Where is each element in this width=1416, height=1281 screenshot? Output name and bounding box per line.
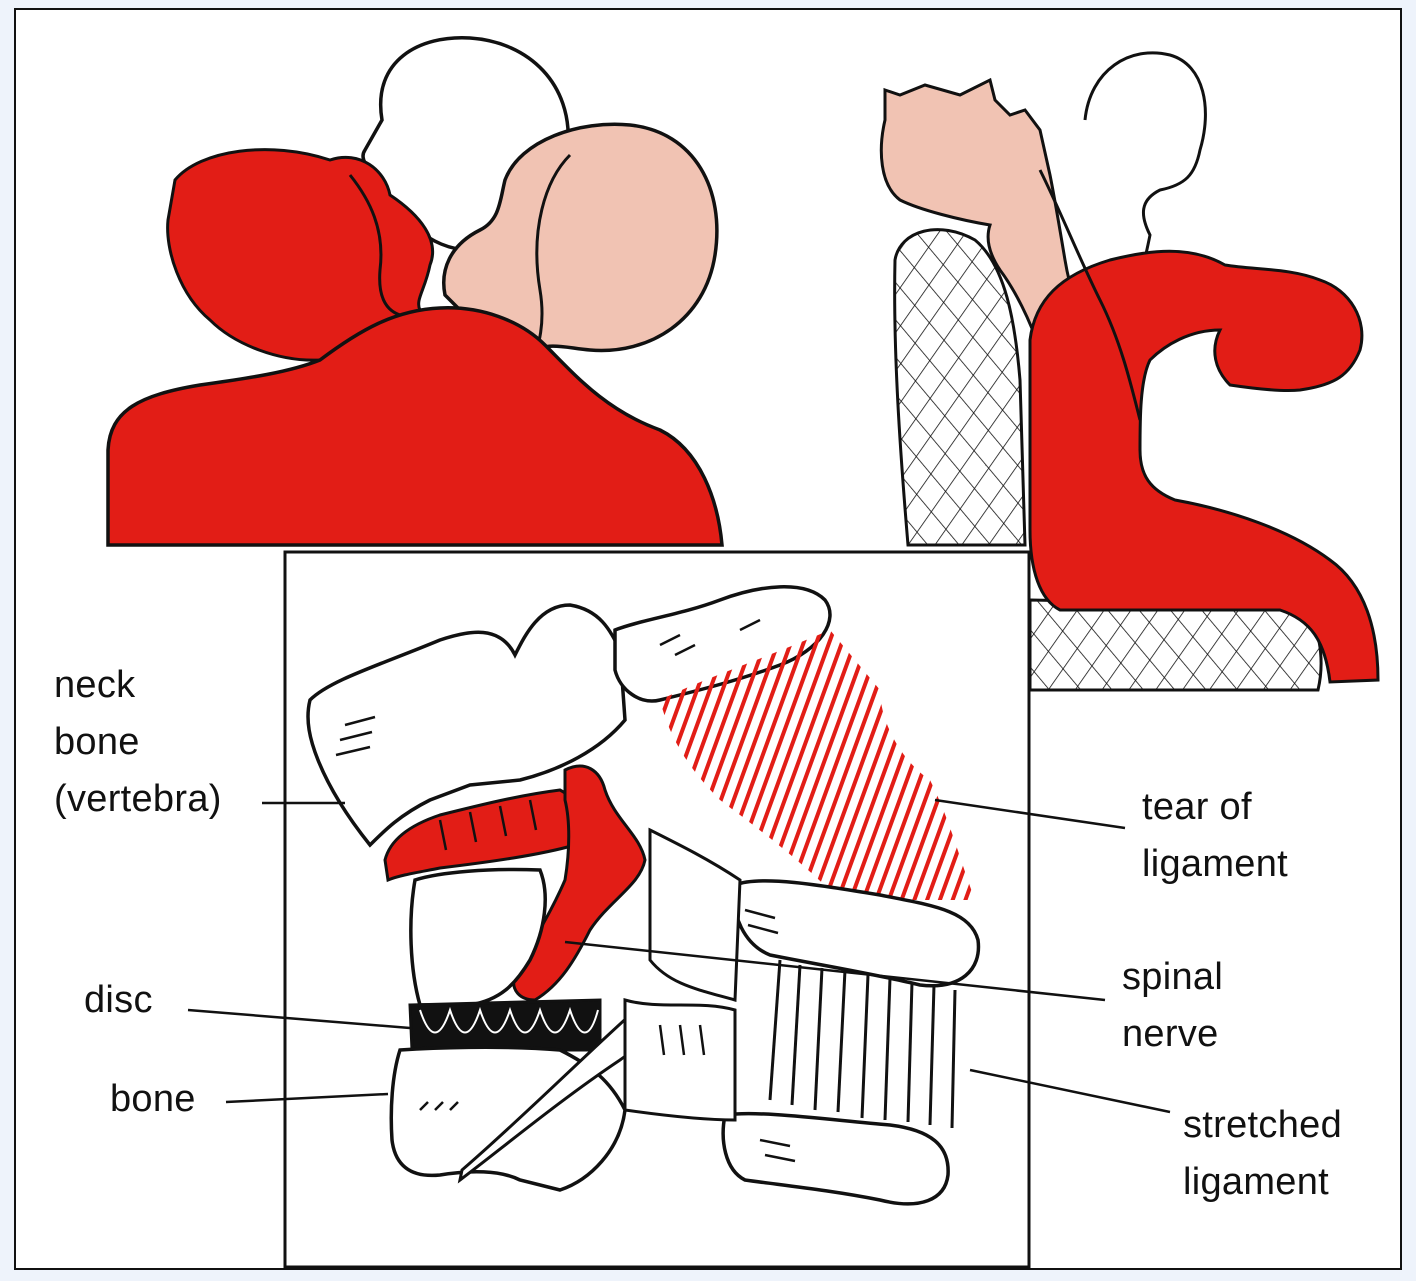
rear-view-figure <box>108 38 722 545</box>
label-stretched-ligament: stretched ligament <box>1183 1097 1342 1211</box>
label-spinal-nerve: spinal nerve <box>1122 949 1223 1063</box>
label-disc: disc <box>84 972 153 1029</box>
label-vertebra: neck bone (vertebra) <box>54 657 222 828</box>
disc-lower <box>410 1000 600 1050</box>
label-bone: bone <box>110 1071 196 1128</box>
label-tear-of-ligament: tear of ligament <box>1142 779 1288 893</box>
